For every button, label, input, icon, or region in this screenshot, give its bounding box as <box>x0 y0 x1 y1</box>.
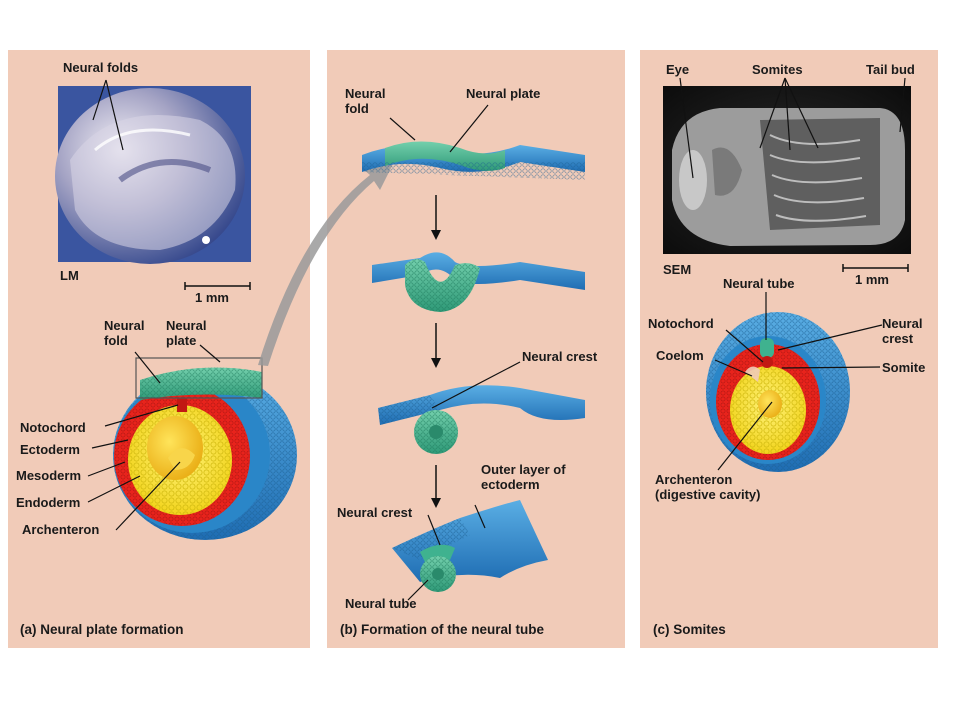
sem-scale-label: 1 mm <box>855 272 889 287</box>
label-notochord-c: Notochord <box>648 316 714 331</box>
lm-label: LM <box>60 268 79 283</box>
stage4-neural-tube <box>392 500 548 592</box>
label-somite: Somite <box>882 360 926 375</box>
lm-micrograph <box>55 86 251 264</box>
label-ectoderm: Ectoderm <box>20 442 80 457</box>
label-neural-fold-b: Neural fold <box>345 86 386 116</box>
caption-a: (a) Neural plate formation <box>20 622 184 637</box>
label-neural-fold-a: Neural fold <box>104 318 145 348</box>
label-neural-tube-b: Neural tube <box>345 596 417 611</box>
label-neural-plate-b: Neural plate <box>466 86 541 101</box>
label-outer-layer: Outer layer of ectoderm <box>481 462 566 492</box>
zoom-arrow <box>258 160 395 366</box>
stage2-groove <box>372 252 585 312</box>
lm-scale-label: 1 mm <box>195 290 229 305</box>
label-notochord-a: Notochord <box>20 420 86 435</box>
label-neural-plate-a: Neural plate <box>166 318 207 348</box>
embryo-cross-section-c <box>706 312 850 472</box>
sem-label: SEM <box>663 262 692 277</box>
stage3-closing <box>378 385 585 454</box>
label-archenteron-c: Archenteron (digestive cavity) <box>655 472 761 502</box>
caption-b: (b) Formation of the neural tube <box>340 622 544 637</box>
label-somites: Somites <box>752 62 803 77</box>
caption-c: (c) Somites <box>653 622 726 637</box>
label-neural-crest-b2: Neural crest <box>337 505 413 520</box>
label-neural-tube-c: Neural tube <box>723 276 795 291</box>
stage1-neural-plate <box>362 141 585 180</box>
label-archenteron-a: Archenteron <box>22 522 100 537</box>
label-neural-folds: Neural folds <box>63 60 139 75</box>
label-mesoderm: Mesoderm <box>16 468 82 483</box>
embryo-cross-section-a <box>113 367 297 540</box>
label-endoderm: Endoderm <box>16 495 81 510</box>
label-eye: Eye <box>666 62 690 77</box>
label-coelom: Coelom <box>656 348 704 363</box>
label-tail-bud: Tail bud <box>866 62 915 77</box>
label-neural-crest-c: Neural crest <box>882 316 923 346</box>
label-neural-crest-b1: Neural crest <box>522 349 598 364</box>
